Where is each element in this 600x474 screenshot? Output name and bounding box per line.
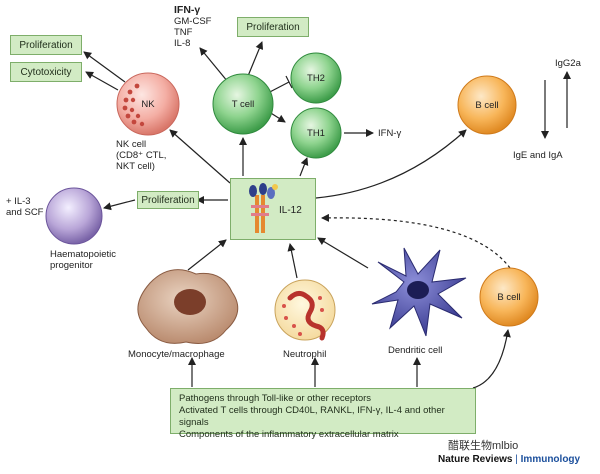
nk-caption-3: NKT cell): [116, 161, 155, 172]
nk-cell: [116, 72, 180, 136]
cytokine-tnf: TNF: [174, 27, 193, 38]
th1-cell: [290, 107, 342, 159]
stimuli-line-3: Components of the inflammatory extracell…: [179, 429, 399, 440]
macrophage-cell: [137, 269, 239, 344]
haem-caption-2: progenitor: [50, 260, 93, 271]
ige-iga-label: IgE and IgA: [513, 150, 563, 161]
il3-label: + IL-3: [6, 196, 31, 207]
journal-footer: Nature Reviews | Immunology: [438, 454, 580, 465]
monocyte-label: Monocyte/macrophage: [128, 349, 225, 360]
b-cell-top-label: B cell: [475, 99, 499, 111]
nk-caption-2: (CD8⁺ CTL,: [116, 150, 167, 161]
journal-name: Immunology: [520, 454, 581, 465]
cytokine-il8: IL-8: [174, 38, 191, 49]
neutrophil-label: Neutrophil: [283, 349, 327, 360]
haematopoietic-cell: [45, 187, 103, 245]
b-cell-right: [479, 267, 539, 327]
il12-receptor-icon: [249, 183, 278, 233]
dashed-arrow: [321, 213, 511, 269]
haem-caption-1: Haematopoietic: [50, 249, 117, 260]
journal-bold: Nature Reviews: [438, 454, 513, 465]
nk-caption-1: NK cell: [116, 139, 147, 150]
stimuli-box: Pathogens through Toll-like or other rec…: [170, 388, 476, 440]
t-cell: [212, 73, 274, 135]
dendritic-cell: [371, 247, 467, 337]
nk-label: NK: [141, 98, 155, 110]
il12-label: IL-12: [279, 205, 302, 216]
stimuli-line-1: Pathogens through Toll-like or other rec…: [179, 393, 372, 404]
box-proliferation-left: Proliferation: [137, 191, 199, 209]
b-cell-top: [457, 75, 517, 135]
th1-ifn-gamma: IFN-γ: [378, 128, 402, 139]
igg2a-label: IgG2a: [555, 58, 581, 69]
th1-label: TH1: [307, 127, 325, 139]
dendritic-label: Dendritic cell: [388, 345, 443, 356]
cytokine-gm-csf: GM-CSF: [174, 16, 212, 27]
box-proliferation-t: Proliferation: [237, 17, 309, 37]
th2-label: TH2: [307, 72, 325, 84]
box-proliferation-nk: Proliferation: [10, 35, 82, 55]
th2-cell: [290, 52, 342, 104]
box-cytotoxicity: Cytotoxicity: [10, 62, 82, 82]
journal-separator: |: [515, 454, 518, 465]
b-cell-right-label: B cell: [497, 291, 521, 303]
stimuli-line-2: Activated T cells through CD40L, RANKL, …: [179, 405, 445, 428]
il12-box: IL-12: [230, 178, 316, 240]
watermark: 醋联生物mlbio: [448, 440, 519, 452]
cytokine-ifn-gamma: IFN-γ: [174, 4, 201, 16]
neutrophil-cell: [274, 279, 336, 341]
scf-label: and SCF: [6, 207, 44, 218]
t-cell-label: T cell: [231, 98, 255, 110]
arrows: [83, 41, 571, 389]
